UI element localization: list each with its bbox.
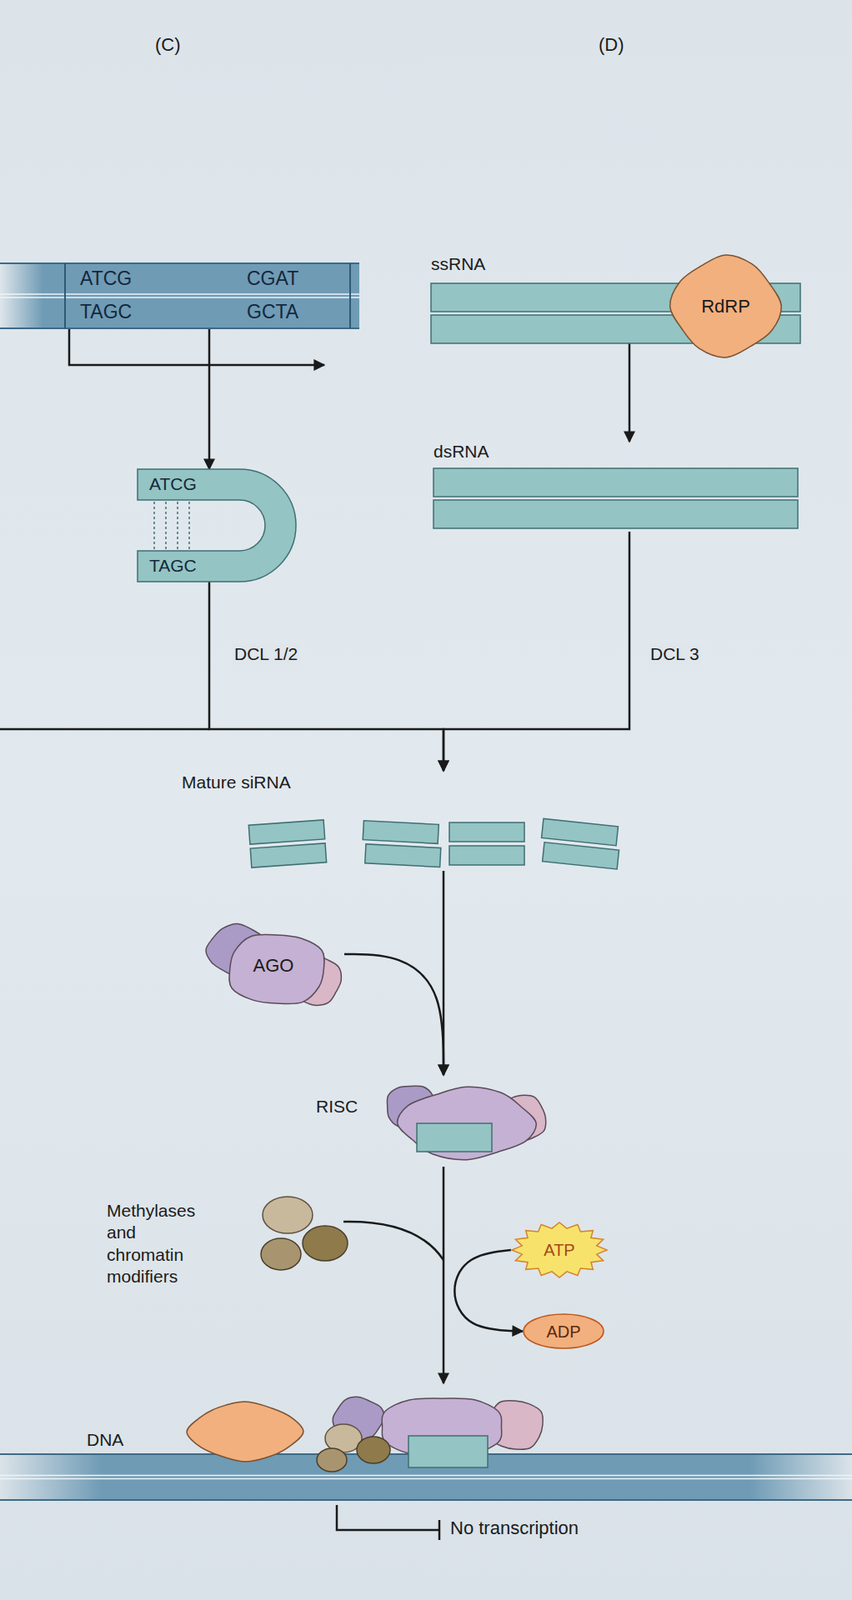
node-label: CGAT	[246, 267, 299, 290]
rna-strand	[541, 818, 619, 846]
rna-strand	[365, 844, 442, 868]
node-label: ATCG	[149, 474, 197, 495]
rna-strand	[433, 468, 798, 497]
node-label: TAGC	[80, 300, 132, 323]
node-label: RISC	[315, 1097, 358, 1118]
strand-gap	[0, 1476, 852, 1480]
rna-hairpin: ATCG TAGC	[137, 469, 296, 582]
energy-ellipse: ADP	[522, 1313, 605, 1350]
annotation-label: Methylases and chromatin modifiers	[106, 1200, 207, 1289]
star-shape	[511, 1222, 607, 1278]
hairpin-outline	[137, 469, 296, 582]
enzyme-blob: RdRP	[665, 250, 787, 363]
dna-duplex: ATCG CGAT TAGC GCTA	[0, 263, 360, 329]
rna-strand	[362, 821, 439, 845]
rna-strand	[449, 822, 525, 842]
methylase-blob	[262, 1197, 313, 1234]
base-pair	[188, 501, 191, 550]
rna-strand	[433, 500, 798, 529]
edge-label: DCL 3	[648, 643, 702, 666]
base-pair	[153, 501, 156, 550]
bound-sirna	[408, 1436, 488, 1469]
flow-arrow	[209, 581, 444, 772]
transcription-bracket	[336, 1505, 440, 1531]
segment-border	[65, 263, 351, 329]
node-label: Mature siRNA	[181, 772, 291, 793]
flow-arrow	[208, 328, 211, 470]
node-label: dsRNA	[433, 441, 490, 462]
rna-strand	[248, 820, 325, 845]
node-label: DNA	[86, 1430, 124, 1451]
methylase-blob	[316, 1448, 347, 1473]
node-label: ATP	[543, 1241, 575, 1261]
protein-blob	[186, 1402, 304, 1463]
energy-star: ATP	[511, 1222, 608, 1279]
protein-blob	[670, 255, 782, 358]
annotation-label: No transcription	[450, 1517, 579, 1541]
ellipse-shape	[523, 1314, 604, 1349]
flow-arrow	[442, 1167, 446, 1384]
flow-arrow	[443, 531, 630, 772]
methylase-blob	[356, 1437, 391, 1464]
flow-arrow	[442, 871, 446, 1076]
node-shape	[0, 263, 360, 329]
protein-complex: RISC	[312, 1075, 551, 1168]
node-shape	[312, 1075, 551, 1168]
base-pair	[165, 501, 167, 550]
joining-line	[343, 1222, 444, 1261]
sirna-duplex	[361, 821, 443, 868]
rna-strand	[542, 842, 620, 870]
node-label: ATCG	[80, 267, 132, 290]
edge-label: DCL 1/2	[232, 643, 300, 666]
dna-band	[0, 263, 360, 329]
node-label: RdRP	[701, 295, 751, 317]
sirna-duplex	[248, 820, 326, 868]
bound-sirna	[416, 1123, 492, 1153]
transcription-start-arrow	[69, 328, 325, 366]
base-pair	[176, 501, 179, 550]
strand-gap	[0, 294, 360, 298]
dna-edge	[0, 263, 360, 329]
rna-strand	[250, 843, 326, 868]
protein-blob: AGO	[202, 917, 345, 1016]
node-label: ssRNA	[431, 254, 486, 275]
node-shape	[0, 1383, 852, 1505]
sirna-duplex	[539, 818, 622, 870]
node-label: AGO	[253, 955, 295, 977]
merge-line	[0, 728, 210, 732]
annotation-label: (D)	[598, 33, 625, 57]
node-label: GCTA	[246, 300, 299, 323]
sirna-group: Mature siRNA	[181, 771, 622, 872]
methylase-blob	[260, 1238, 301, 1271]
annotation-label: (C)	[155, 33, 181, 57]
block-bar	[438, 1520, 442, 1541]
rna-duplex: dsRNA	[433, 441, 798, 532]
methylase-blob	[302, 1226, 348, 1262]
flow-arrow	[454, 1250, 523, 1333]
node-label: ADP	[546, 1322, 581, 1342]
sirna-duplex	[449, 822, 525, 866]
protein-blob	[397, 1087, 537, 1161]
node-label: TAGC	[149, 556, 197, 577]
flow-arrow	[628, 343, 632, 442]
protein-blob	[229, 934, 325, 1004]
flow-arrow	[344, 954, 444, 1076]
rna-strand	[449, 846, 525, 866]
dna-strand: DNA	[0, 1383, 852, 1505]
